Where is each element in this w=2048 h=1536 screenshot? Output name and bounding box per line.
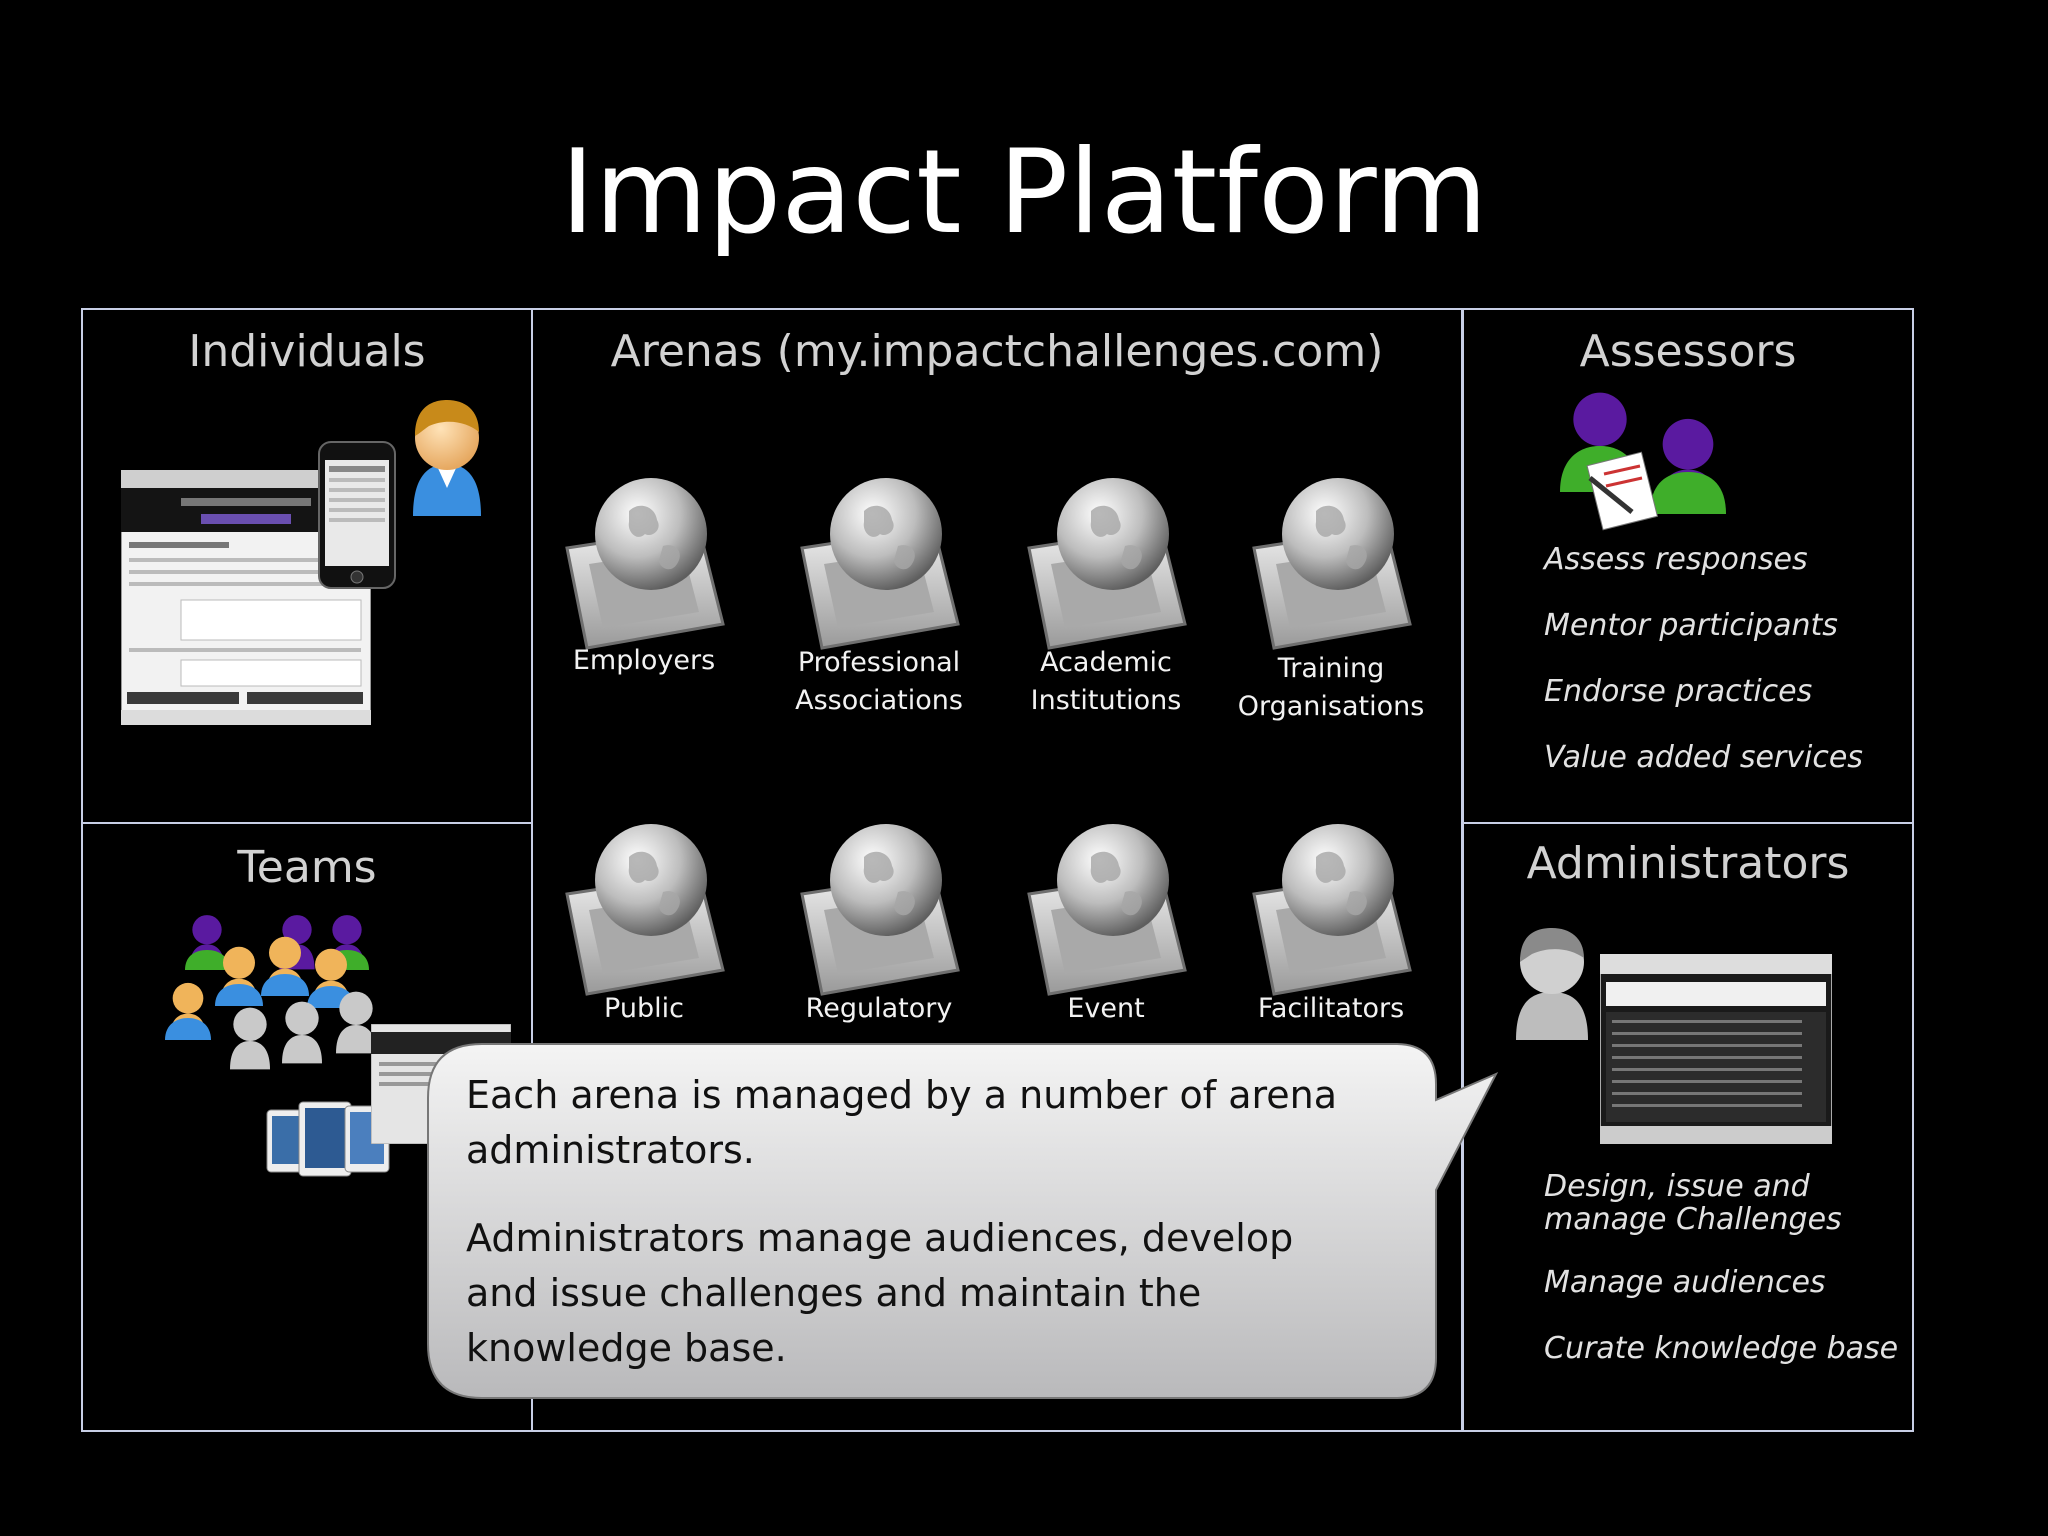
individuals-title: Individuals: [188, 326, 426, 377]
assessors-bullet: Value added services: [1544, 740, 1863, 775]
app-screenshot: [121, 470, 371, 725]
arena-label: Public: [604, 993, 684, 1024]
arena-label: Training Organisations: [1237, 653, 1425, 722]
arenas-title: Arenas (my.impactchallenges.com): [610, 326, 1384, 377]
callout-paragraph-1: Each arena is managed by a number of are…: [466, 1073, 1338, 1172]
assessors-group-icon: [1560, 392, 1726, 531]
arena-employers: Employers: [554, 476, 734, 680]
administrators-bullet: Design, issue and manage Challenges: [1544, 1169, 1842, 1237]
callout-paragraph-2: Administrators manage audiences, develop…: [466, 1216, 1294, 1370]
assessors-bullet: Endorse practices: [1544, 674, 1813, 709]
group-icon: [165, 915, 376, 1070]
administrators-bullet: Manage audiences: [1544, 1265, 1826, 1300]
smartphone-icon: [318, 441, 396, 589]
administrators-title: Administrators: [1526, 838, 1850, 889]
administrators-panel: Administrators Design, issue and manage …: [1462, 822, 1914, 1432]
arena-training-organisations: Training Organisations: [1231, 476, 1431, 726]
administrators-bullet: Curate knowledge base: [1544, 1331, 1899, 1366]
app-screenshot: [1600, 954, 1832, 1144]
document-pen-icon: [1586, 451, 1658, 531]
arena-academic-institutions: Academic Institutions: [1016, 476, 1196, 720]
slide-title: Impact Platform: [560, 125, 1488, 260]
individuals-panel: Individuals: [81, 308, 533, 824]
arena-public: Public: [554, 822, 734, 1028]
assessors-title: Assessors: [1579, 326, 1797, 377]
teams-title: Teams: [237, 842, 377, 893]
arena-facilitators: Facilitators: [1231, 822, 1431, 1028]
arena-label: Event: [1067, 993, 1145, 1024]
arena-label: Regulatory: [805, 993, 953, 1024]
user-icon: [413, 400, 481, 516]
arena-regulatory: Regulatory: [779, 822, 979, 1028]
arena-label: Professional Associations: [795, 647, 963, 716]
assessors-bullet: Mentor participants: [1544, 608, 1838, 643]
admin-user-icon: [1516, 928, 1588, 1040]
arena-label: Employers: [572, 645, 716, 676]
arena-professional-associations: Professional Associations: [779, 476, 979, 720]
arena-label: Facilitators: [1257, 993, 1405, 1024]
arena-event: Event: [1016, 822, 1196, 1028]
arena-label: Academic Institutions: [1030, 647, 1182, 716]
assessors-bullet: Assess responses: [1544, 542, 1808, 577]
